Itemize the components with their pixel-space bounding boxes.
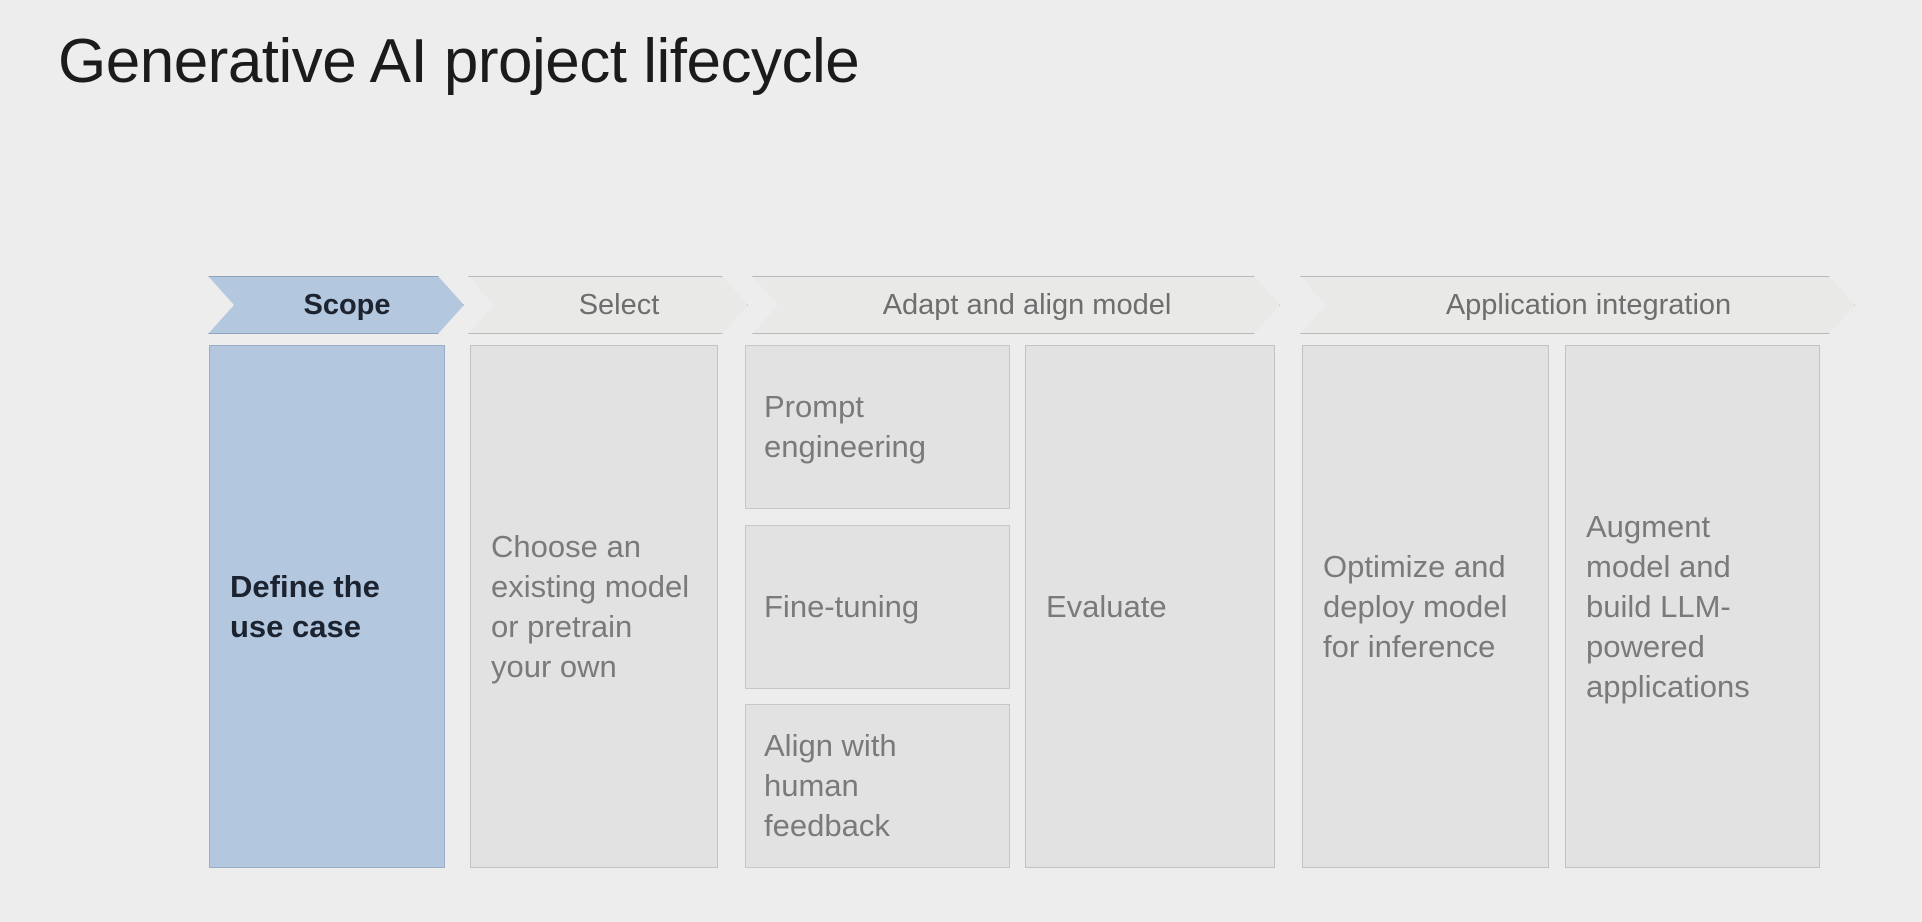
stage-box-evaluate[interactable]: Evaluate xyxy=(1025,345,1275,868)
stage-box-choose-model[interactable]: Choose an existing model or pretrain you… xyxy=(470,345,718,868)
sub-box-text: Prompt engineering xyxy=(764,389,927,464)
stage-box-text: Choose an existing model or pretrain you… xyxy=(491,528,690,684)
page-title: Generative AI project lifecycle xyxy=(58,27,860,96)
sub-box-text: Align with human feedback xyxy=(764,728,897,843)
stage-box-define-use-case[interactable]: Define the use case xyxy=(209,345,445,868)
sub-box-prompt-engineering[interactable]: Prompt engineering xyxy=(745,345,1010,509)
stage-box-text: Define the use case xyxy=(230,568,380,644)
stage-box-text: Evaluate xyxy=(1046,588,1167,624)
stage-box-optimize-deploy[interactable]: Optimize and deploy model for inference xyxy=(1302,345,1549,868)
stage-chevron-scope[interactable]: Scope xyxy=(208,276,464,334)
stage-box-text: Optimize and deploy model for inference xyxy=(1323,548,1508,664)
stage-chevron-label: Select xyxy=(578,288,660,321)
stage-chevron-select[interactable]: Select xyxy=(468,276,748,334)
sub-box-text: Fine-tuning xyxy=(764,588,920,624)
stage-box-adapt-stack: Prompt engineering Fine-tuning Align wit… xyxy=(745,345,1010,868)
stage-chevron-adapt-and-align-model[interactable]: Adapt and align model xyxy=(752,276,1280,334)
stage-chevron-label: Scope xyxy=(303,288,391,321)
stage-chevron-label: Adapt and align model xyxy=(882,288,1172,321)
stage-box-text: Augment model and build LLM-powered appl… xyxy=(1586,508,1750,704)
sub-box-fine-tuning[interactable]: Fine-tuning xyxy=(745,524,1010,689)
stage-chevron-application-integration[interactable]: Application integration xyxy=(1300,276,1855,334)
stage-chevron-label: Application integration xyxy=(1445,288,1732,321)
sub-box-align-human-feedback[interactable]: Align with human feedback xyxy=(745,704,1010,868)
stage-box-augment-build[interactable]: Augment model and build LLM-powered appl… xyxy=(1565,345,1820,868)
